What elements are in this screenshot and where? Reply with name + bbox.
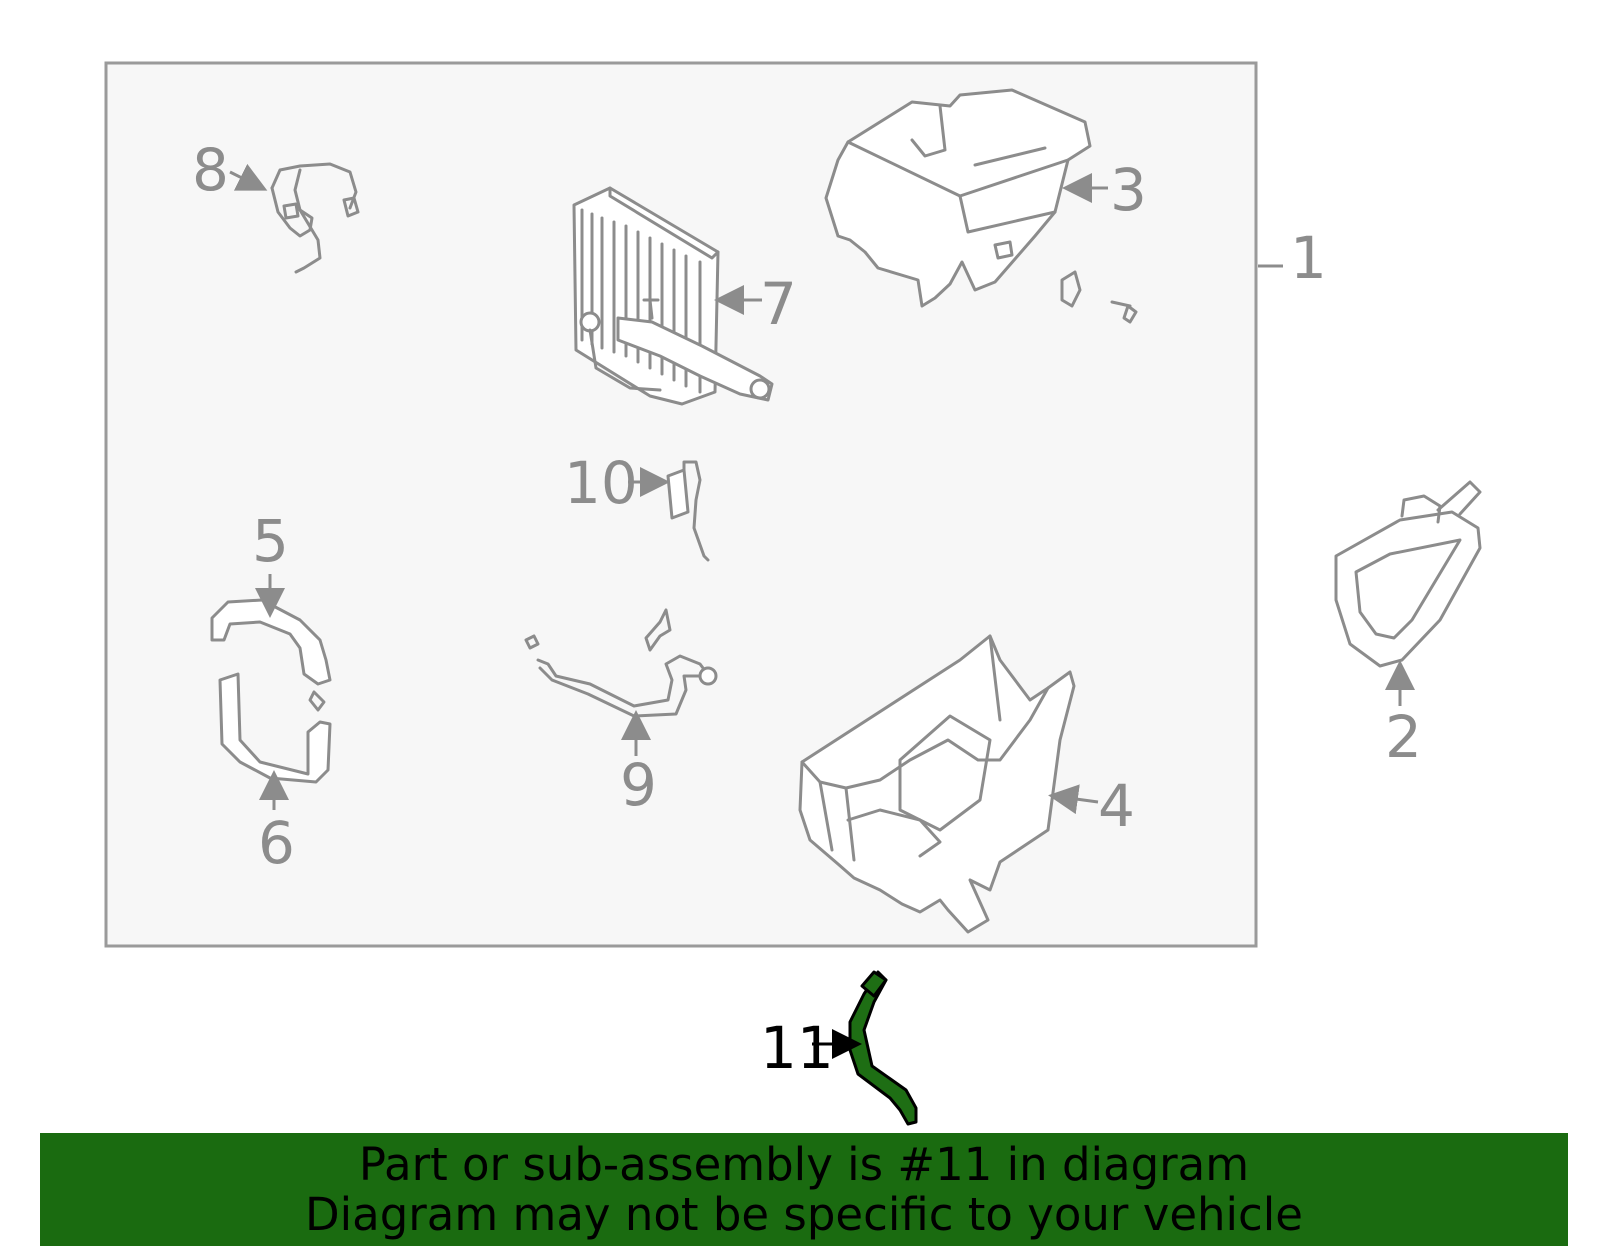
callout-10: 10 xyxy=(564,449,638,517)
callout-11: 11 xyxy=(760,1014,834,1082)
callout-8: 8 xyxy=(192,136,229,204)
part-11-hose[interactable] xyxy=(848,970,918,1126)
callout-3: 3 xyxy=(1110,156,1147,224)
callout-5: 5 xyxy=(252,507,289,575)
callout-1: 1 xyxy=(1290,224,1327,292)
callout-6: 6 xyxy=(258,809,295,877)
callout-9: 9 xyxy=(620,751,657,819)
part-2-duct[interactable] xyxy=(1334,480,1482,668)
arrow-8 xyxy=(229,163,268,191)
callout-4: 4 xyxy=(1098,772,1135,840)
banner-line-2: Diagram may not be specific to your vehi… xyxy=(305,1187,1303,1241)
callout-2: 2 xyxy=(1385,703,1422,771)
info-banner: Part or sub-assembly is #11 in diagram D… xyxy=(40,1133,1568,1246)
arrow-4 xyxy=(1048,784,1099,815)
part-9-pipe[interactable] xyxy=(524,608,718,718)
part-3-upper-case[interactable] xyxy=(824,88,1138,324)
part-4-lower-case[interactable] xyxy=(798,634,1076,934)
part-7-evaporator-core[interactable] xyxy=(572,186,774,406)
part-8-wire-harness[interactable] xyxy=(270,162,360,274)
part-6-bracket[interactable] xyxy=(218,672,332,784)
part-10-sensor[interactable] xyxy=(666,460,710,562)
banner-line-1: Part or sub-assembly is #11 in diagram xyxy=(358,1137,1250,1191)
callout-7: 7 xyxy=(760,270,797,338)
